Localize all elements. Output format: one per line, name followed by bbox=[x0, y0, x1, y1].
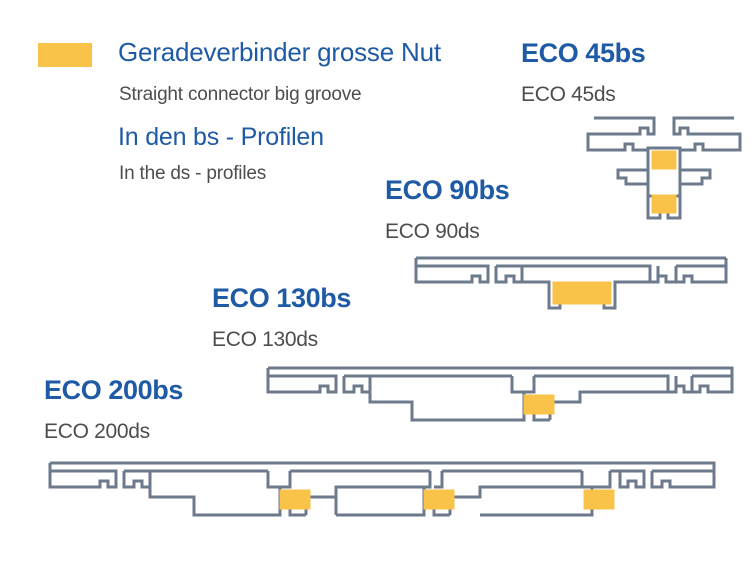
profile-label-eco45-bs: ECO 45bs bbox=[521, 38, 646, 68]
legend-context-english: In the ds - profiles bbox=[119, 163, 267, 184]
profile-label-eco90-bs: ECO 90bs bbox=[385, 175, 510, 205]
legend-title-english: Straight connector big groove bbox=[119, 84, 362, 105]
connector-insert bbox=[651, 194, 677, 214]
profile-label-eco45-ds: ECO 45ds bbox=[521, 83, 616, 106]
profile-label-eco130-bs: ECO 130bs bbox=[212, 283, 351, 313]
connector-insert bbox=[523, 394, 555, 415]
profile-drawing-eco45 bbox=[576, 112, 752, 230]
profile-drawing-eco130 bbox=[262, 362, 738, 434]
connector-insert bbox=[583, 489, 615, 510]
profile-label-eco200-ds: ECO 200ds bbox=[44, 420, 150, 443]
profile-label-eco200-bs: ECO 200bs bbox=[44, 375, 183, 405]
connector-insert bbox=[423, 489, 455, 510]
connector-insert bbox=[279, 489, 311, 510]
profile-label-eco130-ds: ECO 130ds bbox=[212, 328, 318, 351]
legend-context-german: In den bs - Profilen bbox=[118, 123, 324, 151]
connector-insert bbox=[651, 150, 677, 170]
legend-color-swatch bbox=[38, 43, 92, 67]
profile-drawing-eco200 bbox=[44, 457, 720, 531]
profile-drawing-eco90 bbox=[410, 252, 732, 322]
profile-label-eco90-ds: ECO 90ds bbox=[385, 220, 480, 243]
legend-title-german: Geradeverbinder grosse Nut bbox=[118, 37, 441, 67]
connector-insert bbox=[552, 281, 612, 305]
